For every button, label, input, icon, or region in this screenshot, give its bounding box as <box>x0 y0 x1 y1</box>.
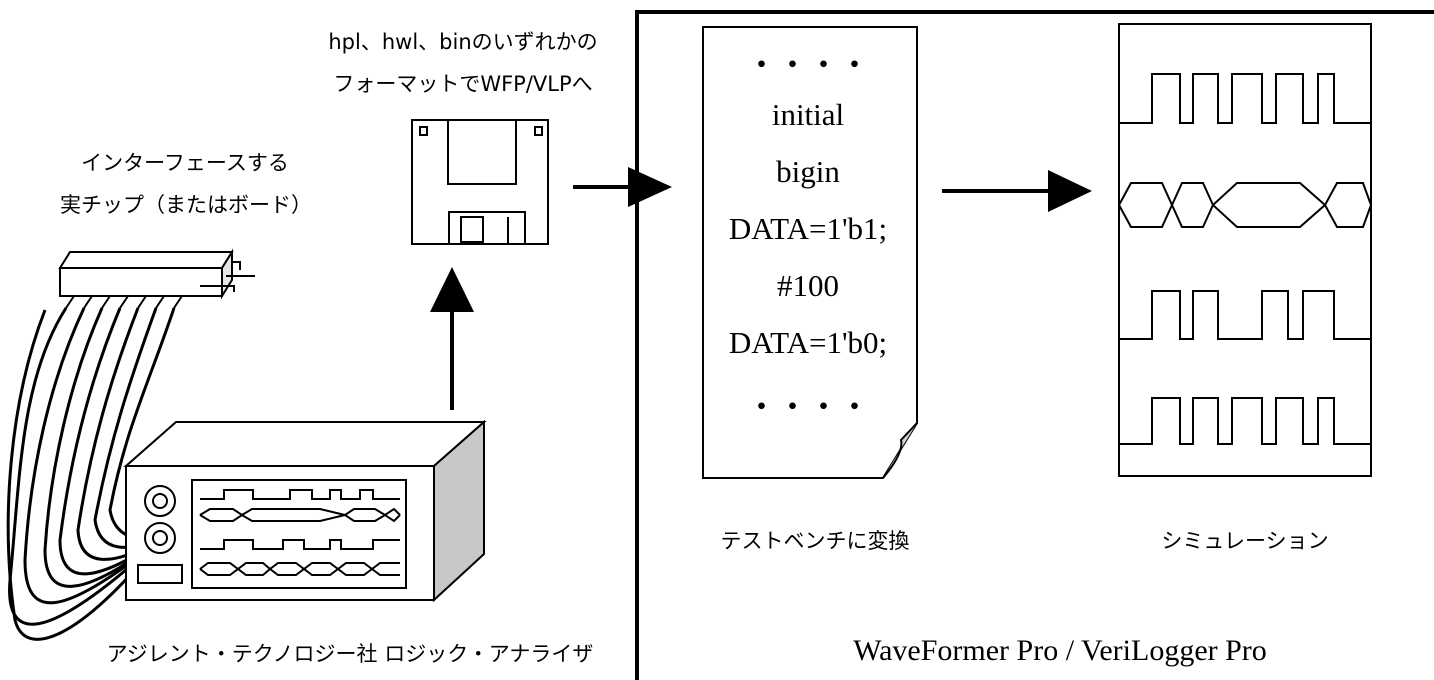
arrow-analyzer-to-floppy <box>430 267 474 410</box>
testbench-line: ・・・・ <box>746 48 870 83</box>
waveform-clock-2 <box>1119 290 1371 340</box>
format-note-line2: フォーマットでWFP/VLPへ <box>333 72 593 96</box>
arrow-floppy-to-panel <box>573 167 672 207</box>
chip-label-line2: 実チップ（またはボード） <box>60 193 312 217</box>
floppy-disk-icon <box>411 119 549 245</box>
software-panel-frame <box>635 10 1434 680</box>
waveform-clock-3 <box>1119 397 1371 445</box>
testbench-line: DATA=1'b1; <box>728 211 888 246</box>
testbench-line: DATA=1'b0; <box>728 325 888 360</box>
analyzer-label: アジレント・テクノロジー社 ロジック・アナライザ <box>106 642 594 666</box>
analyzer-knobs <box>137 485 183 584</box>
testbench-document <box>702 26 918 479</box>
testbench-line: bigin <box>776 154 840 189</box>
waveform-clock-1 <box>1119 73 1371 124</box>
testbench-line: #100 <box>777 268 839 303</box>
software-name-footer: WaveFormer Pro / VeriLogger Pro <box>853 634 1267 667</box>
logic-analyzer <box>123 419 487 603</box>
waveform-bus-upper <box>1118 182 1372 208</box>
format-note-line1: hpl、hwl、binのいずれかの <box>328 30 598 54</box>
chip-label-line1: インターフェースする <box>81 151 289 175</box>
simulation-caption: シミュレーション <box>1161 529 1329 553</box>
interface-chip <box>58 248 255 309</box>
arrow-testbench-to-simulation <box>942 170 1092 212</box>
testbench-line: ・・・・ <box>746 390 870 425</box>
waveform-window <box>1118 23 1372 477</box>
waveform-bus-lower <box>1118 202 1372 228</box>
testbench-caption: テストベンチに変換 <box>720 529 910 553</box>
testbench-line: initial <box>771 97 845 132</box>
analyzer-screen <box>191 479 407 589</box>
